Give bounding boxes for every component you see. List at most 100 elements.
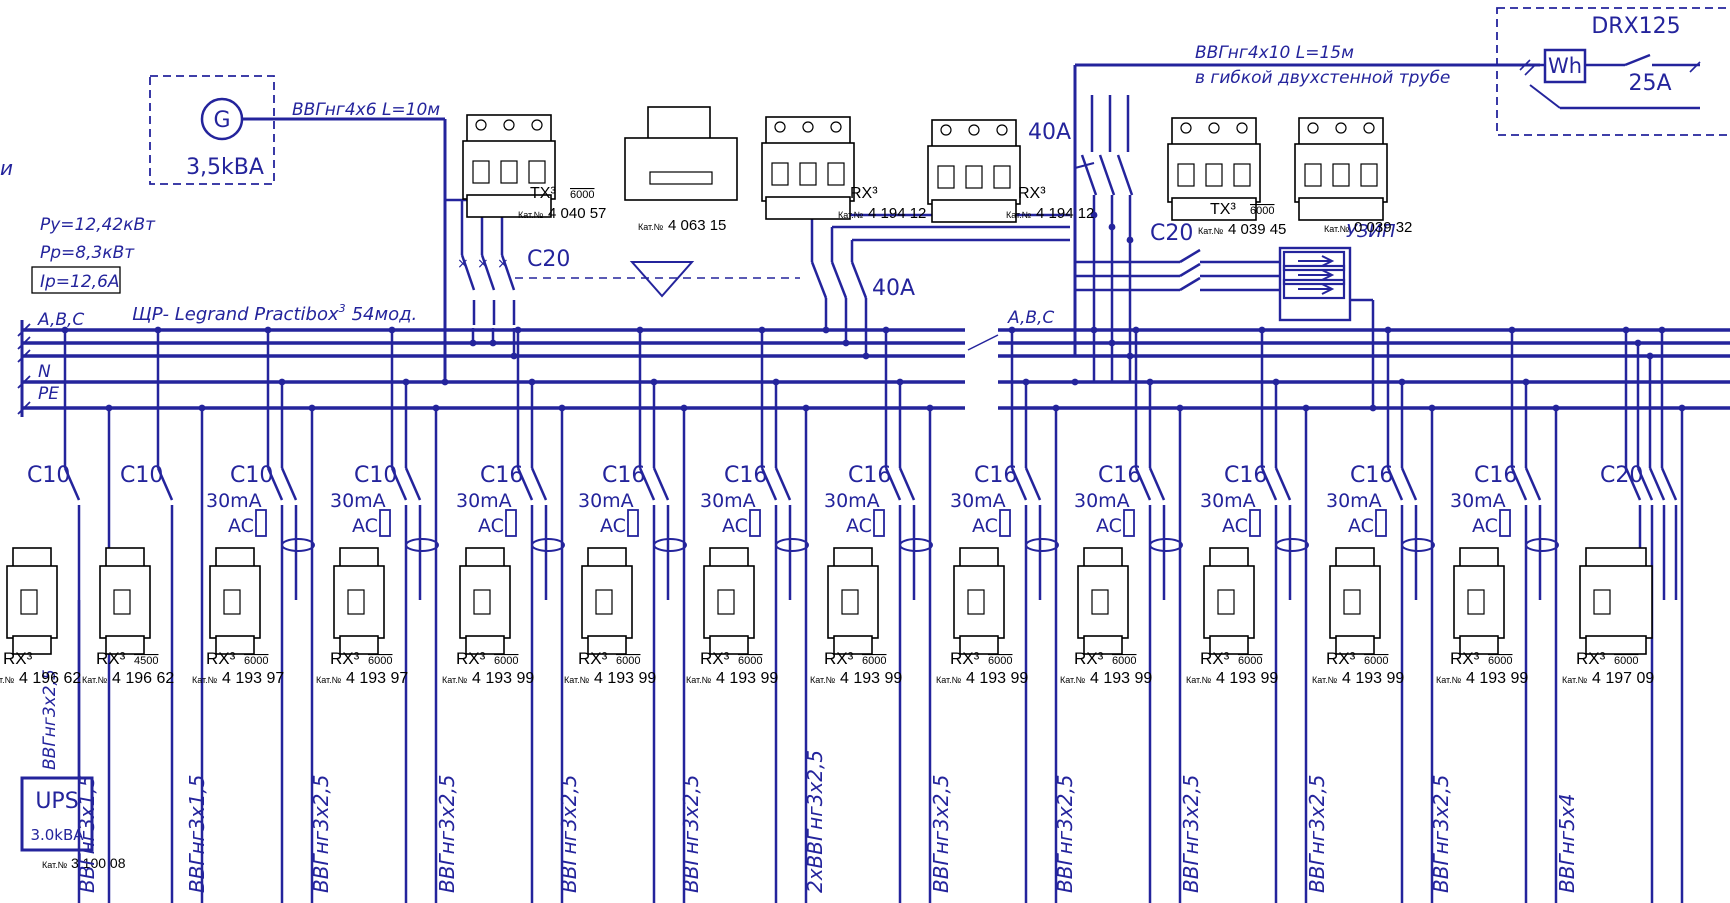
circuit-5-rating: C16	[602, 463, 645, 488]
circuit-9-ac: AC	[1096, 515, 1122, 537]
circuit-8-series: RX³	[950, 649, 980, 668]
top-device-4-pic-toggle	[993, 165, 1011, 189]
circuit-8-cable: ВВГнг3х2,5	[929, 774, 953, 893]
junction-dot	[1008, 326, 1016, 334]
load-ip: Iр=12,6А	[40, 272, 120, 292]
top-device-3-pic-screw	[774, 121, 786, 133]
main-switch-contact-0	[1080, 154, 1098, 196]
top-device-series: TX³	[1210, 201, 1236, 218]
device-body	[1329, 565, 1381, 639]
device-body	[99, 565, 151, 639]
circuit-4-rcd-sensor	[531, 538, 565, 552]
spd-module-1	[1282, 264, 1346, 286]
circuit-4-contact	[530, 467, 548, 501]
contact-top	[647, 106, 711, 140]
spd-contact-2	[1179, 276, 1201, 292]
circuit-7-contact	[898, 467, 916, 501]
top-device-6-pic-body	[1294, 143, 1388, 203]
device-body	[1077, 565, 1129, 639]
device-bottom	[1083, 635, 1123, 655]
spd-arrow-0	[1298, 255, 1335, 267]
circuit-7-rating: C16	[848, 463, 891, 488]
device-bottom	[959, 635, 999, 655]
top-device-cat-prefix: Кат.№	[1198, 226, 1224, 236]
circuit-10-breaking: 6000	[1238, 655, 1262, 667]
junction-dot	[388, 326, 396, 334]
ups-cat: 3 100 08	[71, 855, 126, 871]
circuit-0-device-pic	[6, 547, 58, 655]
circuit-6-rcd-box	[749, 509, 761, 537]
meter-switch	[1624, 53, 1651, 67]
circuit-12-contact	[1524, 467, 1542, 501]
top-device-5-pic-body	[1167, 143, 1261, 203]
top-device-1-pic	[462, 114, 556, 218]
main-switch-link	[1074, 162, 1095, 169]
junction-dot	[1132, 326, 1140, 334]
device-top	[587, 547, 627, 569]
circuit-8-rcd-sensor	[1025, 538, 1059, 552]
top-device-3-pic-toggle	[771, 162, 789, 186]
top-device-5-pic	[1167, 117, 1261, 221]
junction-dot	[432, 404, 440, 412]
device-toggle	[717, 589, 735, 615]
circuit-12-rcd-box	[1499, 509, 1511, 537]
transfer-contact-0	[810, 261, 828, 299]
circuit-0-contact	[63, 467, 81, 501]
load-rp: Рр=8,3кВт	[40, 243, 135, 263]
top-device-1-pic-toggle	[500, 160, 518, 184]
circuit-7-series: RX³	[824, 649, 854, 668]
top-device-breaking: 6000	[570, 189, 594, 201]
circuit-8-cat-prefix: Кат.№	[936, 675, 962, 685]
circuit-13-device-pic	[1579, 547, 1653, 655]
meter-model: DRX125	[1591, 14, 1680, 39]
top-device-cat-prefix: Кат.№	[838, 210, 864, 220]
circuit-7-cable: 2хВВГнг3х2,5	[803, 750, 827, 893]
circuit-4-cable: ВВГнг3х2,5	[435, 774, 459, 893]
circuit-3-ac: AC	[352, 515, 378, 537]
circuit-3-rcd: 30mA	[330, 490, 386, 512]
circuit-4-device-pic	[459, 547, 511, 655]
circuit-7-breaking: 6000	[862, 655, 886, 667]
gen-breaker-rating: C20	[527, 247, 570, 272]
top-device-series: TX³	[530, 185, 556, 202]
device-toggle	[595, 589, 613, 615]
junction-dot	[650, 378, 658, 386]
top-device-3-pic-screw	[830, 121, 842, 133]
junction-dot	[882, 326, 890, 334]
top-device-breaking: 6000	[1250, 205, 1274, 217]
cable-tick-0	[1519, 59, 1531, 71]
circuit-13-contact	[1624, 467, 1642, 501]
circuit-3-contact	[404, 467, 422, 501]
top-device-cat-prefix: Кат.№	[1324, 224, 1350, 234]
junction-dot	[1369, 404, 1377, 412]
junction-dot	[680, 404, 688, 412]
junction-dot	[1052, 404, 1060, 412]
circuit-5-contact	[652, 467, 670, 501]
device-toggle	[223, 589, 241, 615]
top-device-1-pic-screw	[503, 119, 515, 131]
circuit-11-contact	[1400, 467, 1418, 501]
circuit-13-cat: 4 197 09	[1592, 670, 1654, 687]
circuit-10-series: RX³	[1200, 649, 1230, 668]
junction-dot	[862, 352, 870, 360]
junction-dot	[1090, 211, 1098, 219]
bus-tick	[17, 375, 31, 389]
junction-dot	[1508, 326, 1516, 334]
top-device-6-pic-screw	[1335, 122, 1347, 134]
circuit-13-breaking: 6000	[1614, 655, 1638, 667]
interlock-triangle	[629, 261, 695, 298]
device-bottom	[339, 635, 379, 655]
junction-dot	[514, 326, 522, 334]
circuit-9-series: RX³	[1074, 649, 1104, 668]
spd-arrow-1	[1298, 269, 1335, 281]
circuit-5-cat-prefix: Кат.№	[564, 675, 590, 685]
circuit-3-rcd-sensor	[405, 538, 439, 552]
junction-dot	[1384, 326, 1392, 334]
top-device-3-pic	[761, 116, 855, 220]
incoming-conduit: в гибкой двухстенной трубе	[1195, 68, 1450, 88]
circuit-13-cat-prefix: Кат.№	[1562, 675, 1588, 685]
circuit-10-cable: ВВГнг3х2,5	[1179, 774, 1203, 893]
circuit-5-device-pic	[581, 547, 633, 655]
